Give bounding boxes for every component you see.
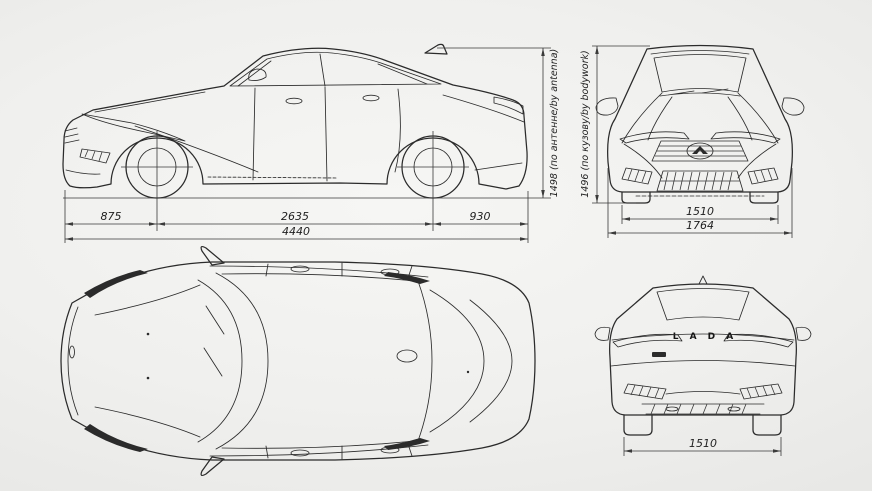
front-door-handle	[285, 97, 303, 105]
headlight	[81, 113, 186, 142]
fog-light	[79, 148, 111, 164]
side-view-dimensions: 875 2635 930 4440 1498 (по антенне/by an…	[63, 47, 560, 243]
rear-right-taillight	[723, 333, 794, 348]
lower-grille	[656, 170, 744, 192]
top-antenna	[396, 349, 418, 363]
front-left-wheel	[621, 191, 651, 204]
vesta-badge	[652, 352, 666, 357]
dim-wheelbase: 2635	[281, 210, 309, 223]
dim-rear-track: 1510	[689, 437, 717, 450]
front-right-wheel	[749, 191, 779, 204]
rear-door-handle	[362, 94, 380, 102]
side-mirror	[248, 68, 267, 81]
top-left-mirror	[200, 245, 225, 266]
dim-overall-width: 1764	[686, 219, 714, 232]
rear-left-taillight	[612, 333, 683, 348]
rear-right-mirror	[795, 326, 812, 341]
wipers	[203, 305, 225, 377]
lada-logo	[686, 142, 714, 160]
front-view-drawing	[595, 44, 805, 204]
front-right-headlight	[710, 131, 781, 144]
rear-left-reflector	[623, 383, 667, 400]
dim-front-overhang: 875	[101, 210, 122, 223]
rear-left-mirror	[594, 326, 611, 341]
rear-window	[656, 288, 750, 321]
top-view-drawing	[60, 245, 536, 477]
side-view-drawing	[62, 43, 528, 203]
top-right-headlight	[84, 424, 148, 452]
wheel-centerlines	[121, 131, 469, 203]
dim-height-antenna: 1498 (по антенне/by antenna)	[549, 49, 560, 197]
rear-left-wheel	[623, 414, 653, 436]
rear-antenna-fin	[698, 275, 708, 285]
upper-grille	[651, 140, 749, 162]
roof-antenna	[424, 43, 448, 55]
dim-front-track: 1510	[686, 205, 714, 218]
rear-view-dimensions: 1510	[623, 437, 782, 456]
front-view-dimensions: 1510 1764 1496 (по кузову/by bodywork)	[580, 45, 793, 238]
cowl-line	[197, 279, 243, 443]
rear-right-wheel	[752, 414, 782, 436]
dim-rear-overhang: 930	[470, 210, 491, 223]
front-left-headlight	[619, 131, 690, 144]
top-right-mirror	[200, 456, 225, 477]
roof-rear-edge	[417, 280, 433, 442]
front-left-fog	[621, 167, 653, 185]
rear-view-drawing: L A D A	[594, 275, 812, 436]
rear-window-arc	[429, 289, 485, 433]
windshield	[653, 54, 747, 93]
front-right-fog	[747, 167, 779, 185]
top-left-headlight	[84, 270, 148, 298]
trunk-edge-arc	[469, 299, 513, 423]
taillight	[493, 96, 524, 115]
rear-right-reflector	[739, 383, 783, 400]
hood-badge	[69, 345, 75, 359]
front-left-mirror	[595, 97, 619, 116]
dim-overall-length: 4440	[282, 225, 310, 238]
windshield-top-arc	[215, 272, 269, 450]
lada-emblem-text: L A D A	[673, 332, 738, 342]
front-right-mirror	[781, 97, 805, 116]
dim-height-bodywork: 1496 (по кузову/by bodywork)	[580, 50, 591, 197]
